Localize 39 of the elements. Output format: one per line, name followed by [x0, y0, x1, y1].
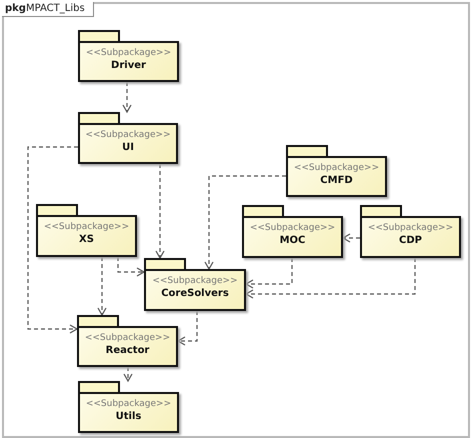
- dependency-arrow: [123, 367, 133, 382]
- package-shape: [78, 112, 178, 164]
- dependency-arrow: [177, 311, 198, 346]
- package-name: Driver: [111, 60, 146, 71]
- package-name: MOC: [280, 235, 306, 246]
- dependency-arrow: [97, 257, 107, 316]
- package-shape: [286, 145, 387, 197]
- dependency-arrow: [155, 164, 165, 259]
- stereotype-label: <<Subpackage>>: [84, 333, 170, 343]
- package-name: CDP: [399, 235, 422, 246]
- dependency-arrow: [245, 258, 416, 299]
- package-shape: [78, 30, 179, 82]
- package-name: Reactor: [106, 345, 150, 356]
- dependency-arrow: [342, 233, 360, 243]
- dependency-arrow: [122, 82, 132, 113]
- stereotype-label: <<Subpackage>>: [250, 223, 336, 233]
- dependency-arrow: [27, 146, 78, 334]
- package-name: XS: [79, 234, 94, 245]
- stereotype-label: <<Subpackage>>: [294, 163, 380, 173]
- stereotype-label: <<Subpackage>>: [85, 130, 171, 140]
- stereotype-label: <<Subpackage>>: [86, 399, 172, 409]
- package-shape: [78, 381, 179, 433]
- package-shape: [360, 205, 461, 258]
- package-shape: [144, 258, 246, 311]
- stereotype-label: <<Subpackage>>: [44, 222, 130, 232]
- stereotype-label: <<Subpackage>>: [86, 48, 172, 58]
- package-shape: [242, 205, 343, 258]
- package-name: Utils: [116, 411, 142, 422]
- package-name: CoreSolvers: [161, 288, 229, 299]
- dependency-arrow: [204, 175, 286, 270]
- dependency-arrow: [245, 258, 293, 289]
- package-shape: [77, 315, 178, 367]
- dependency-arrow: [117, 257, 145, 277]
- package-name: UI: [122, 142, 134, 153]
- stereotype-label: <<Subpackage>>: [152, 276, 238, 286]
- package-name: CMFD: [320, 175, 353, 186]
- stereotype-label: <<Subpackage>>: [368, 223, 454, 233]
- package-shape: [36, 204, 137, 257]
- frame-title: pkgMPACT_Libs: [2, 2, 94, 17]
